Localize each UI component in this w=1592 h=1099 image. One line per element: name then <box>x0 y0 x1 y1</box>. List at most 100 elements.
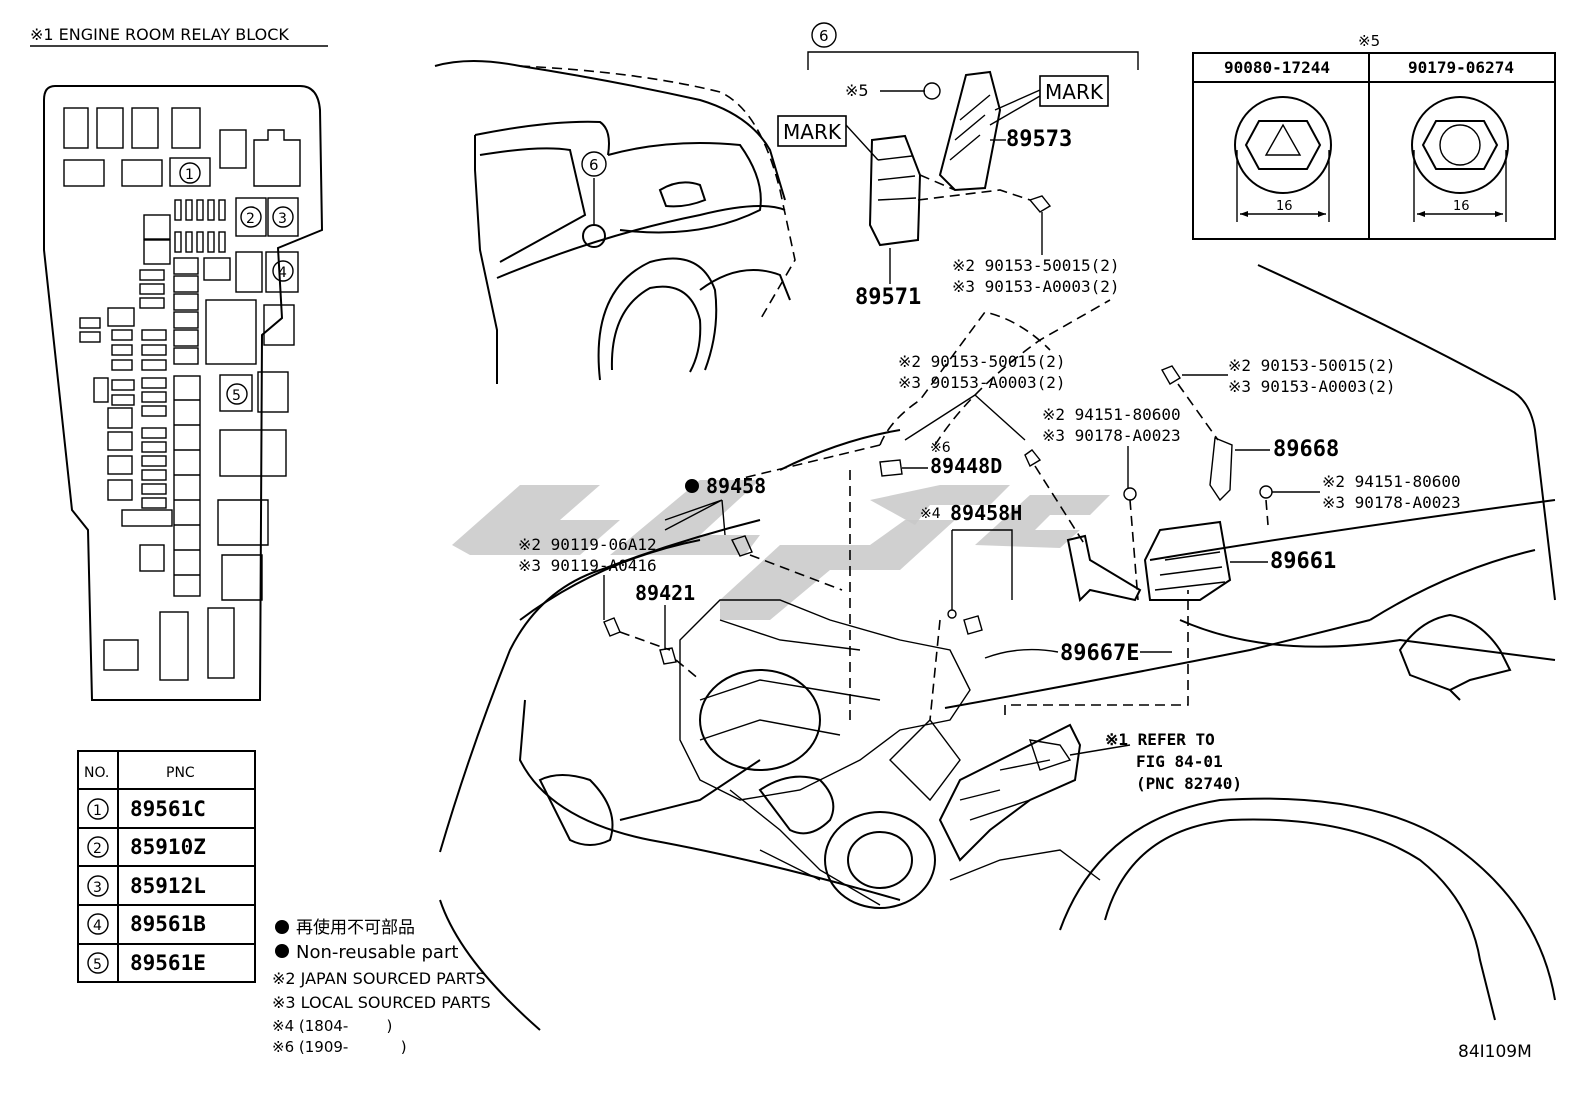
relay-block-title: ※1 ENGINE ROOM RELAY BLOCK <box>30 25 289 44</box>
svg-text:MARK: MARK <box>783 120 842 144</box>
legend-nonreusable-en: Non-reusable part <box>296 942 458 963</box>
part-89573: 89573 <box>1006 127 1072 152</box>
refer-to-relay-block-bracket: ※1 REFER TO FIG 84-01 (PNC 82740) <box>938 723 1242 862</box>
svg-text:16: 16 <box>1453 199 1470 214</box>
detail-6-bolt-local: ※3 90153-A0003(2) <box>952 277 1120 296</box>
callout-89661: 89661 <box>1143 520 1336 601</box>
callout-89668: 89668 <box>1209 436 1339 502</box>
pnc-row-3: 85912L <box>130 874 206 898</box>
callout-nut-b: ※2 94151-80600 ※3 90178-A0023 <box>1259 472 1461 526</box>
nonreusable-bullet-icon <box>275 920 289 934</box>
relay-block-diagram: ※1 ENGINE ROOM RELAY BLOCK <box>30 25 328 701</box>
callout-89458: 89458 <box>664 474 843 591</box>
svg-text:89421: 89421 <box>635 581 695 605</box>
svg-text:※3 90153-A0003(2): ※3 90153-A0003(2) <box>898 373 1066 392</box>
pnc-row-5: 89561E <box>130 951 206 975</box>
pnc-row-4: 89561B <box>130 912 206 936</box>
nonreusable-bullet-icon-2 <box>275 944 289 958</box>
svg-text:1: 1 <box>93 803 102 819</box>
car-marker-6: 6 <box>581 151 607 177</box>
mark-label-right: MARK <box>1039 75 1109 107</box>
svg-text:3: 3 <box>278 211 287 227</box>
pnc-header-no: NO. <box>84 765 109 781</box>
mini-fuse-array <box>174 199 226 253</box>
svg-text:MARK: MARK <box>1045 80 1104 104</box>
svg-text:89667E: 89667E <box>1060 641 1139 666</box>
callout-screw: ※2 90119-06A12 ※3 90119-A0416 <box>518 535 671 651</box>
svg-text:4: 4 <box>278 265 287 281</box>
relay-marker-3: 3 <box>272 206 294 228</box>
refer-line-1: ※1 REFER TO <box>1105 730 1215 749</box>
figure-id: 84I109M <box>1458 1042 1532 1062</box>
callout-bolt-b: ※2 90153-50015(2) ※3 90153-A0003(2) <box>1160 356 1396 441</box>
car-rear-illustration: 6 <box>434 60 796 384</box>
callout-89448D: ※6 89448D <box>849 440 1002 720</box>
svg-text:89448D: 89448D <box>930 454 1002 478</box>
svg-text:※2 94151-80600: ※2 94151-80600 <box>1322 472 1461 491</box>
clip-table-title: ※5 <box>1358 32 1380 50</box>
callout-bolt-a: ※2 90153-50015(2) ※3 90153-A0003(2) <box>898 352 1086 546</box>
svg-text:6: 6 <box>819 27 829 45</box>
pnc-table: NO. PNC 1 89561C 2 85910Z 3 85912L 4 895… <box>77 750 256 983</box>
svg-text:※3 90178-A0023: ※3 90178-A0023 <box>1042 426 1181 445</box>
clip-90080-icon: 16 <box>1234 96 1332 222</box>
legend-note-4: ※4 (1804- ) <box>272 1017 392 1035</box>
pnc-row-2: 85910Z <box>130 835 206 859</box>
svg-text:2: 2 <box>246 211 255 227</box>
refer-line-2: FIG 84-01 <box>1136 752 1223 771</box>
svg-text:※3 90153-A0003(2): ※3 90153-A0003(2) <box>1228 377 1396 396</box>
relay-marker-2: 2 <box>240 206 262 228</box>
legend-note-3: ※3 LOCAL SOURCED PARTS <box>272 993 491 1012</box>
svg-text:※6: ※6 <box>930 440 951 456</box>
svg-text:3: 3 <box>93 880 102 896</box>
fuse-column <box>173 257 201 597</box>
svg-text:4: 4 <box>93 918 102 934</box>
svg-text:※2 90153-50015(2): ※2 90153-50015(2) <box>1228 356 1396 375</box>
callout-nut-a: ※2 94151-80600 ※3 90178-A0023 <box>1042 405 1181 601</box>
svg-text:※4: ※4 <box>920 506 941 522</box>
legend-nonreusable-jp: 再使用不可部品 <box>296 917 415 938</box>
clip-col1: 90080-17244 <box>1224 58 1330 77</box>
svg-text:5: 5 <box>93 957 102 973</box>
callout-89667E: 89667E <box>984 534 1189 715</box>
detail-6-clip-ref: ※5 <box>845 81 869 100</box>
legend-note-6: ※6 (1909- ) <box>272 1038 407 1056</box>
svg-text:※2 90153-50015(2): ※2 90153-50015(2) <box>898 352 1066 371</box>
refer-line-3: (PNC 82740) <box>1136 774 1242 793</box>
relay-marker-1: 1 <box>179 162 201 184</box>
clip-col2: 90179-06274 <box>1408 58 1514 77</box>
svg-text:2: 2 <box>93 841 102 857</box>
detail-6-group: 6 ※5 MARK MARK 89573 89571 ※2 90153-5001… <box>777 22 1139 310</box>
part-89571: 89571 <box>855 285 921 310</box>
relay-marker-5: 5 <box>226 383 248 405</box>
svg-text:89458H: 89458H <box>950 501 1022 525</box>
svg-text:1: 1 <box>185 167 194 183</box>
car-front-illustration <box>439 264 1556 1031</box>
clip-table: ※5 90080-17244 90179-06274 16 16 <box>1192 32 1556 240</box>
relay-stack <box>79 269 173 527</box>
svg-text:※2 90119-06A12: ※2 90119-06A12 <box>518 535 657 554</box>
svg-text:※2 94151-80600: ※2 94151-80600 <box>1042 405 1181 424</box>
callout-89458H: ※4 89458H <box>920 501 1022 721</box>
pnc-header-pnc: PNC <box>166 765 195 781</box>
svg-text:※3 90119-A0416: ※3 90119-A0416 <box>518 556 657 575</box>
pnc-row-1: 89561C <box>130 797 206 821</box>
legend: 再使用不可部品 Non-reusable part ※2 JAPAN SOURC… <box>272 917 491 1056</box>
callout-89421: 89421 <box>635 581 701 681</box>
legend-note-2: ※2 JAPAN SOURCED PARTS <box>272 969 486 988</box>
svg-text:89661: 89661 <box>1270 549 1336 574</box>
detail-6-bolt-jp: ※2 90153-50015(2) <box>952 256 1120 275</box>
detail-6-marker: 6 <box>811 22 837 48</box>
relay-marker-4: 4 <box>272 260 294 282</box>
nonreusable-bullet-icon-3 <box>685 479 699 493</box>
svg-text:6: 6 <box>589 156 599 174</box>
clip-90179-icon: 16 <box>1411 96 1509 222</box>
svg-text:89458: 89458 <box>706 474 766 498</box>
svg-text:16: 16 <box>1276 199 1293 214</box>
svg-text:5: 5 <box>232 388 241 404</box>
watermark-logo <box>452 480 1110 620</box>
mark-label-left: MARK <box>777 115 847 147</box>
svg-text:※3 90178-A0023: ※3 90178-A0023 <box>1322 493 1461 512</box>
svg-text:89668: 89668 <box>1273 437 1339 462</box>
